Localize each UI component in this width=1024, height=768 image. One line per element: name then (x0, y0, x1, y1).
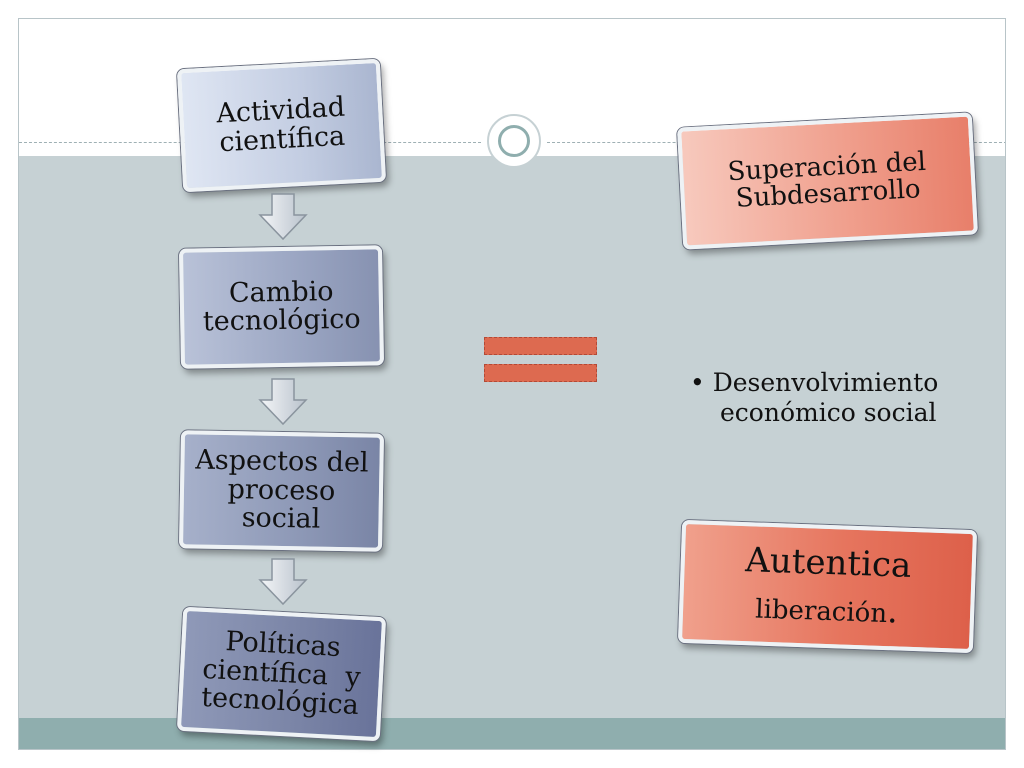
bullet-line-1: Desenvolvimiento (712, 368, 939, 397)
flow-box-4-line-3: tecnológica (200, 682, 360, 722)
bullet-desenvolvimiento: • Desenvolvimiento económico social (690, 368, 990, 428)
equals-sign-bottom-bar (484, 364, 597, 382)
bullet-line-2: económico social (720, 398, 937, 427)
result-box-2-period: . (886, 590, 899, 631)
bullet-marker: • (690, 368, 705, 397)
flow-box-aspectos-proceso-social: Aspectos del proceso social (178, 430, 385, 552)
result-box-autentica-liberacion: Autentica liberación. (677, 519, 978, 654)
flow-box-cambio-tecnologico: Cambio tecnológico (178, 245, 385, 369)
flow-box-actividad-cientifica: Actividad científica (176, 58, 387, 193)
equals-sign-top-bar (484, 337, 597, 355)
result-box-2-line-2: liberación (754, 594, 888, 629)
result-box-2-line-1: Autentica (744, 539, 912, 586)
result-box-2-line-2-wrap: liberación. (743, 589, 910, 631)
flow-box-politicas: Políticas científica y tecnológica (176, 606, 387, 742)
flow-box-1-line-2: científica (218, 120, 346, 158)
down-arrow-icon (258, 193, 308, 241)
flow-box-3-line-1: Aspectos del (195, 444, 369, 479)
result-box-superacion: Superación del Subdesarrollo (677, 112, 978, 250)
circle-ornament-icon (487, 114, 541, 168)
down-arrow-icon (258, 378, 308, 426)
flow-box-2-line-2: tecnológico (202, 303, 361, 338)
footer-band (19, 718, 1005, 749)
flow-box-3-line-2: proceso social (227, 473, 336, 535)
down-arrow-icon (258, 558, 308, 606)
